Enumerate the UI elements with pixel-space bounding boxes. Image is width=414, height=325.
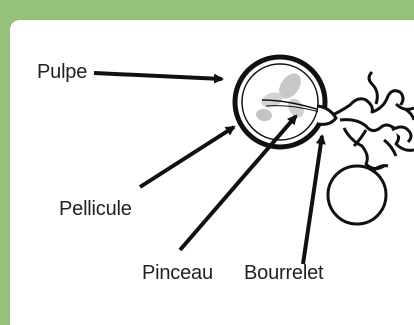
bourrelet-shape [318, 106, 336, 124]
label-pellicule: Pellicule [59, 198, 132, 221]
label-pulpe: Pulpe [37, 61, 87, 84]
arrow-pinceau [180, 116, 296, 250]
second-berry [328, 166, 386, 224]
label-pinceau: Pinceau [142, 262, 213, 285]
stalk [326, 72, 414, 169]
arrow-bourrelet [303, 136, 322, 264]
arrow-pellicule [140, 127, 234, 187]
arrow-pulpe [94, 73, 222, 79]
label-bourrelet: Bourrelet [244, 262, 323, 285]
